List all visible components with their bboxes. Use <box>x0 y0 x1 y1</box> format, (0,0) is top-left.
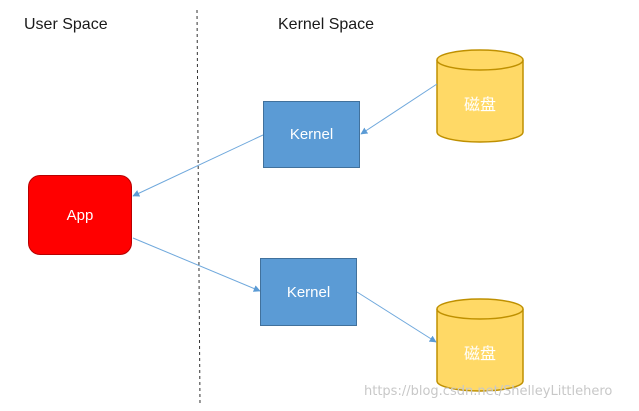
arrow-disk-to-kernel-top <box>360 83 438 135</box>
arrow-app-to-kernel-bottom <box>132 237 261 292</box>
arrow-kernel-bottom-to-disk <box>356 291 437 343</box>
kernel-node-top-label: Kernel <box>289 126 334 143</box>
kernel-node-bottom: Kernel <box>260 258 357 326</box>
app-node-label: App <box>66 206 94 224</box>
app-node: App <box>28 175 132 255</box>
watermark-text: https://blog.csdn.net/ShelleyLittlehero <box>364 384 613 399</box>
disk-bottom-cylinder <box>436 298 524 392</box>
kernel-space-heading: Kernel Space <box>278 16 375 33</box>
space-divider-line <box>196 9 201 406</box>
disk-bottom-label: 磁盘 <box>463 344 496 363</box>
kernel-node-top: Kernel <box>263 101 360 168</box>
disk-top-cylinder <box>436 49 524 143</box>
user-space-heading: User Space <box>24 16 108 33</box>
arrow-kernel-top-to-app <box>132 134 264 197</box>
disk-top-label: 磁盘 <box>463 95 496 114</box>
kernel-node-bottom-label: Kernel <box>286 283 331 301</box>
